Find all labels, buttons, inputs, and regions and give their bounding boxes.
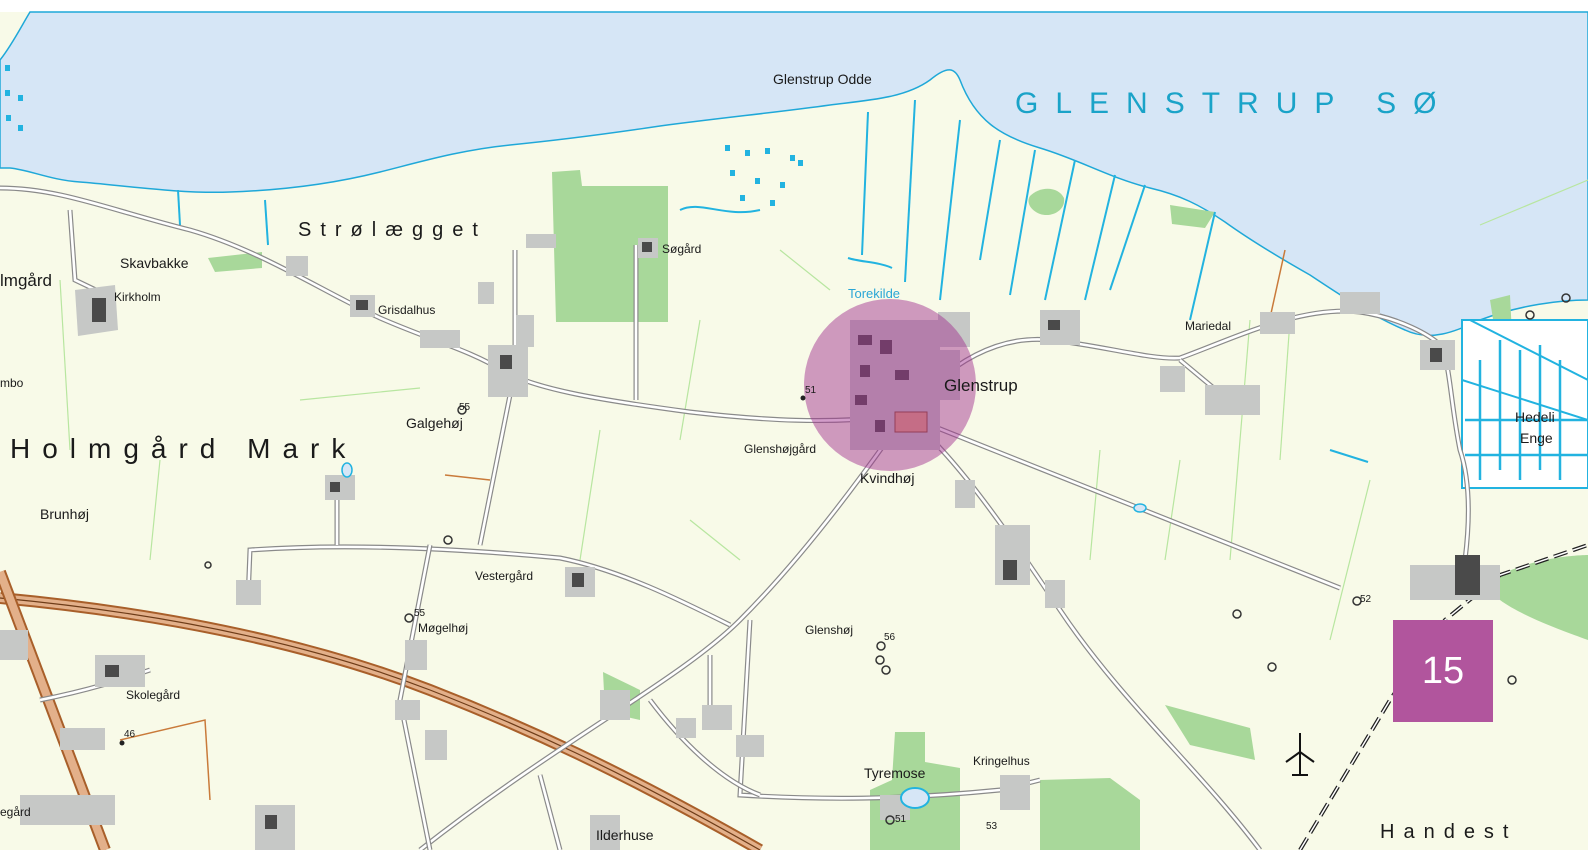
pond-holmgard: [341, 462, 353, 478]
label-lake: GLENSTRUP SØ: [1015, 87, 1454, 120]
label-hedeli: Hedeli: [1515, 409, 1555, 425]
label-tyremose: Tyremose: [864, 765, 926, 781]
top-margin: [0, 0, 1588, 12]
label-vestergard: Vestergård: [475, 569, 533, 583]
label-tyremose-height: 51: [895, 814, 907, 825]
label-ilderhuse: Ilderhuse: [596, 827, 654, 843]
label-brunhoj: Brunhøj: [40, 506, 89, 522]
page-number-badge: 15: [1393, 620, 1493, 722]
label-glenstrup-odde: Glenstrup Odde: [773, 71, 872, 87]
green-area-lake-edge: [1028, 188, 1065, 216]
marsh-hatching: [1465, 340, 1588, 480]
label-glenstrup: Glenstrup: [944, 376, 1018, 395]
mound-symbols: [204, 293, 1571, 825]
green-area-north: [552, 170, 668, 322]
label-holmgard-mark: Holmgård Mark: [10, 433, 357, 464]
streams: [177, 99, 1588, 463]
label-mariedal: Mariedal: [1185, 319, 1231, 333]
green-area-skavbakke: [208, 252, 262, 272]
buildings: [0, 234, 1500, 850]
label-height-46: 46: [124, 729, 136, 740]
orange-building: [894, 411, 928, 433]
label-torekilde: Torekilde: [848, 286, 900, 301]
highlight-circle-glenstrup: [804, 299, 976, 471]
label-skolegard: Skolegård: [126, 688, 180, 702]
green-area-shore: [1170, 205, 1215, 228]
label-handest-partial: Handest: [1380, 821, 1518, 843]
label-sogard: Søgård: [662, 242, 701, 256]
label-height-52: 52: [1360, 594, 1372, 605]
label-strolagget: Strølægget: [298, 219, 487, 241]
green-area-kringelhus: [1040, 778, 1140, 850]
green-area-handest: [1500, 555, 1588, 640]
label-kirkholm: Kirkholm: [114, 290, 161, 304]
label-glenshoj: Glenshøj: [805, 623, 853, 637]
label-grisdalhus: Grisdalhus: [378, 303, 435, 317]
label-enge: Enge: [1520, 430, 1553, 446]
pond-field: [1133, 503, 1147, 513]
wind-turbine-icon: [1285, 733, 1315, 776]
label-height-51: 51: [805, 385, 817, 396]
label-kringelhus-height: 53: [986, 821, 998, 832]
label-holmgard-partial: lmgård: [0, 271, 52, 290]
label-mogelhoj-height: 55: [414, 608, 426, 619]
orange-boundaries: [119, 249, 1286, 801]
pond-tyremose: [900, 787, 930, 809]
label-galgehoj-height: 55: [459, 402, 471, 413]
label-mogelhoj: Møgelhøj: [418, 621, 468, 635]
label-mbo-partial: mbo: [0, 376, 24, 390]
label-kringelhus: Kringelhus: [973, 754, 1030, 768]
label-kvindhoj: Kvindhøj: [860, 470, 914, 486]
label-egard-partial: egård: [0, 805, 31, 819]
green-area-south-east: [1165, 705, 1255, 760]
height-points: [119, 395, 806, 746]
label-galgehoj: Galgehøj: [406, 415, 463, 431]
page-number: 15: [1421, 649, 1465, 692]
label-glenshojgard: Glenshøjgård: [744, 442, 816, 456]
label-glenshoj-height: 56: [884, 632, 896, 643]
field-boundaries: [59, 179, 1588, 641]
label-skavbakke: Skavbakke: [120, 255, 189, 271]
marsh-tufts: [5, 65, 803, 206]
